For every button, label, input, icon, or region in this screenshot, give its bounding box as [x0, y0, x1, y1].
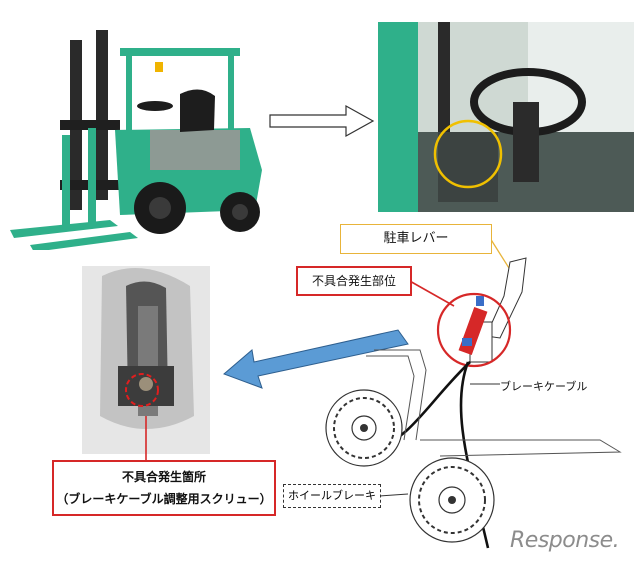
- parking-lever-label: 駐車レバー: [340, 224, 492, 254]
- defect-point-title: 不具合発生箇所: [121, 470, 206, 484]
- watermark: Response.: [510, 528, 620, 553]
- cab-interior-photo: [378, 22, 634, 212]
- screw-closeup-photo: [82, 266, 210, 454]
- right-arrow-icon: [269, 104, 375, 138]
- defect-point-box: 不具合発生箇所 （ブレーキケーブル調整用スクリュー）: [52, 460, 276, 516]
- defect-location-label: 不具合発生部位: [296, 266, 412, 296]
- forklift-photo: [10, 30, 262, 250]
- brake-cable-label: ブレーキケーブル: [500, 380, 588, 393]
- defect-point-subtitle: （ブレーキケーブル調整用スクリュー）: [56, 492, 272, 506]
- wheel-brake-label: ホイールブレーキ: [283, 484, 381, 508]
